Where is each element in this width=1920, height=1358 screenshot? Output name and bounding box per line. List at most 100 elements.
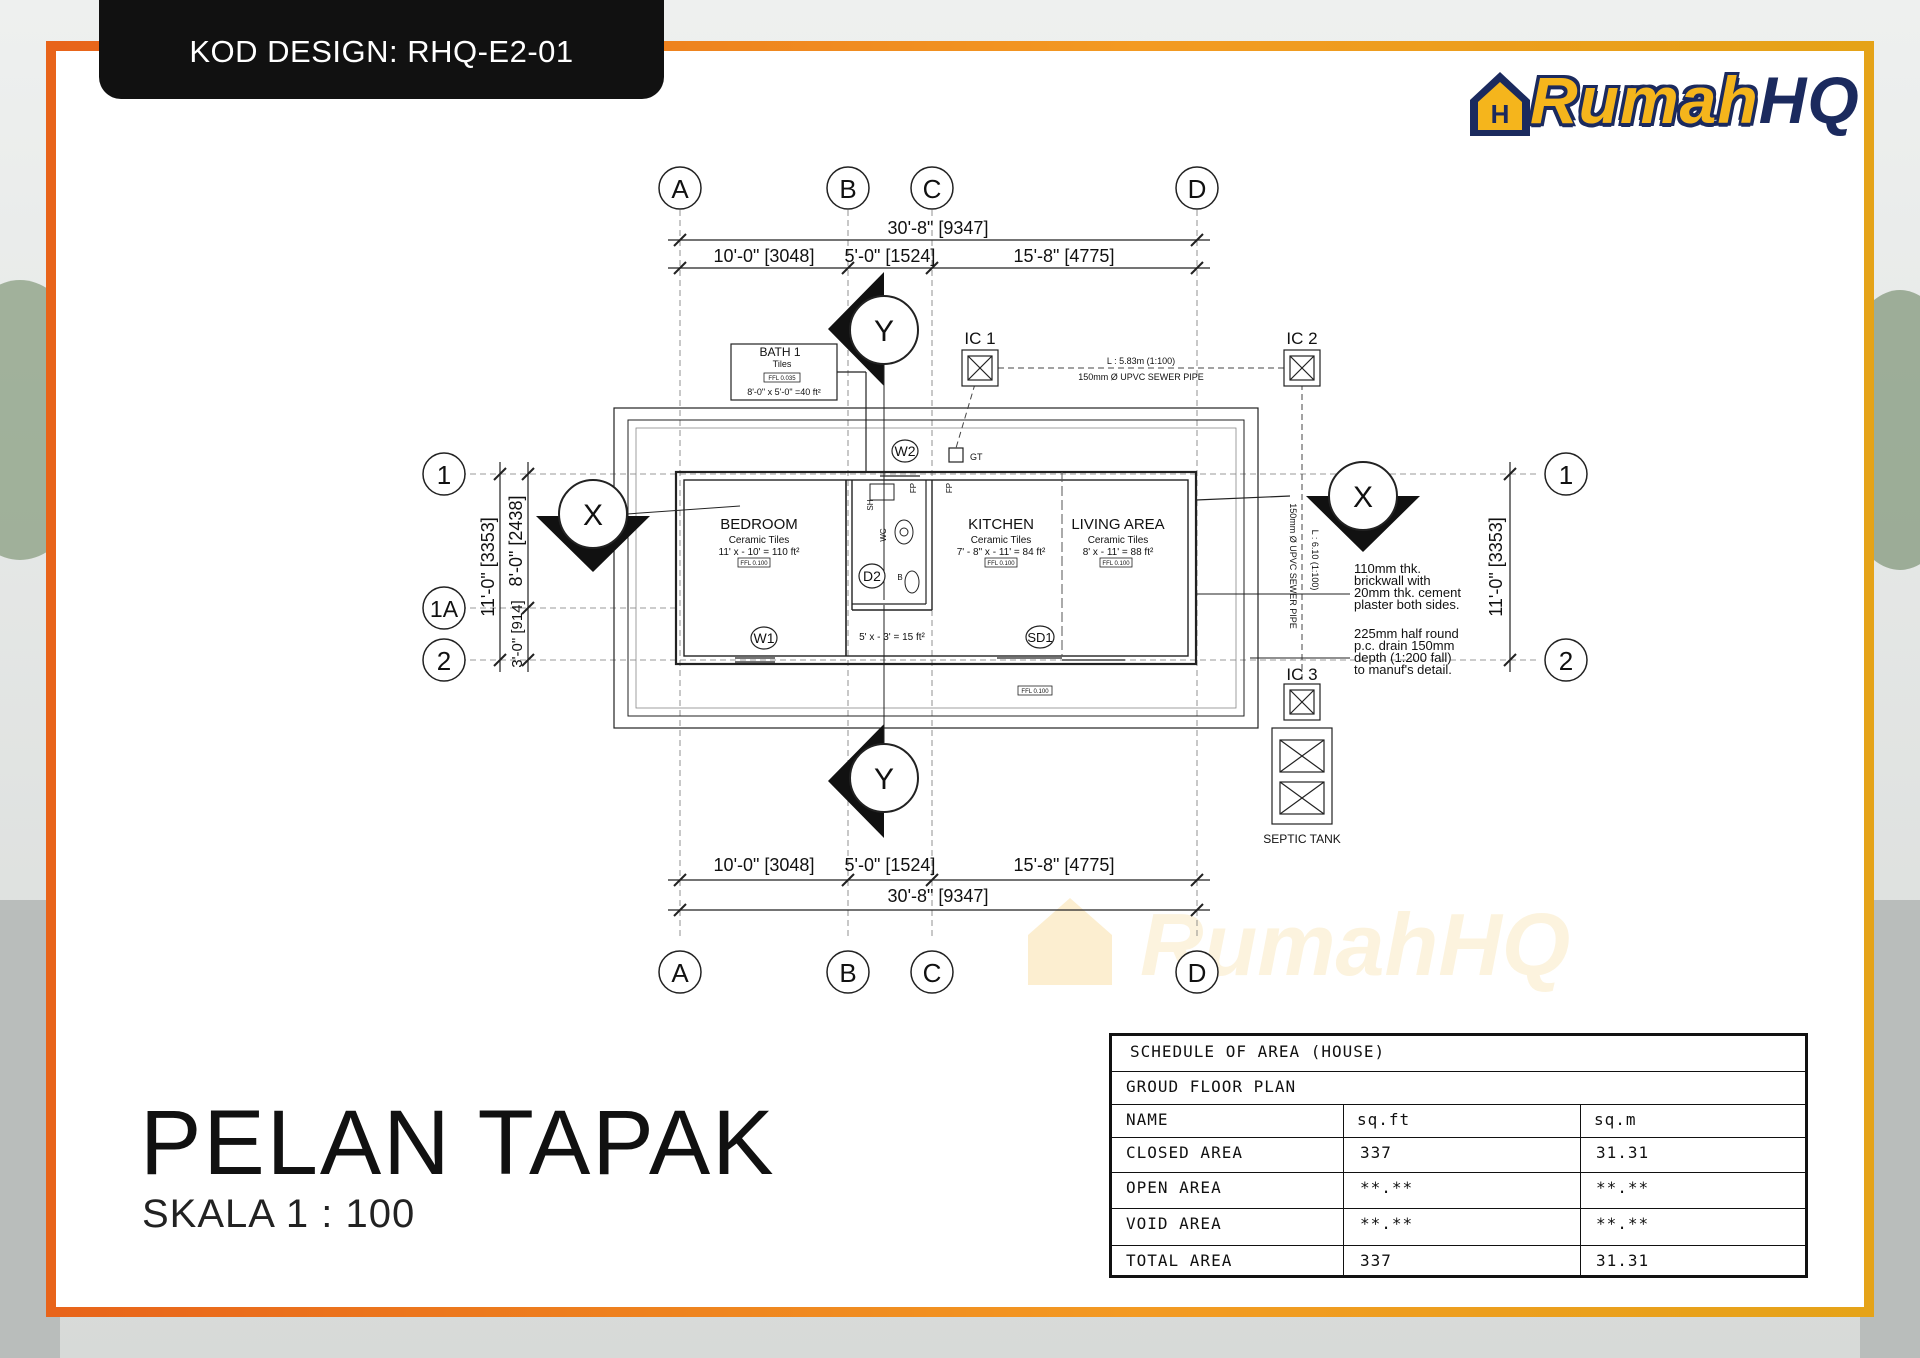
dim-bottom-seg-3: 15'-8" [4775] — [1014, 855, 1115, 875]
dim-top-seg-2: 5'-0" [1524] — [845, 246, 936, 266]
pipe-side-spec: 150mm Ø UPVC SEWER PIPE — [1288, 503, 1298, 629]
dim-bottom-seg-1: 10'-0" [3048] — [714, 855, 815, 875]
dim-bottom-seg-2: 5'-0" [1524] — [845, 855, 936, 875]
grid-bubbles-bottom — [658, 950, 1219, 994]
row-open-sqm: **.** — [1596, 1178, 1650, 1197]
gully-trap-icon — [948, 447, 964, 463]
room-bedroom-finish: Ceramic Tiles — [729, 535, 790, 546]
schedule-header-sqm: sq.m — [1594, 1110, 1637, 1129]
pipe-top-length: L : 5.83m (1:100) — [1107, 356, 1175, 366]
note-drain-4: to manuf's detail. — [1354, 662, 1452, 677]
dim-left-total: 11'-0" [3353] — [478, 517, 498, 617]
ic2-label: IC 2 — [1286, 329, 1317, 348]
inspection-chamber-ic2 — [1283, 349, 1321, 387]
dim-top-seg-3: 15'-8" [4775] — [1014, 246, 1115, 266]
note-wall-2: brickwall with — [1354, 573, 1431, 588]
tag-sd1 — [1025, 625, 1055, 649]
dim-right-total: 11'-0" [3353] — [1486, 517, 1506, 617]
section-marker-y-top — [828, 272, 919, 600]
sh-label: SH — [866, 499, 875, 510]
grid-label-1-right: 1 — [1559, 460, 1573, 490]
pipe-top-spec: 150mm Ø UPVC SEWER PIPE — [1078, 372, 1204, 382]
design-code-tab: KOD DESIGN: RHQ-E2-01 — [99, 0, 664, 99]
room-bedroom-size: 11' x - 10' = 110 ft² — [719, 547, 801, 558]
tag-d2-label: D2 — [863, 568, 881, 584]
room-bath-area: 5' x - 3' = 15 ft² — [859, 632, 925, 643]
schedule-subtitle: GROUD FLOOR PLAN — [1126, 1077, 1297, 1096]
section-y-top-label: Y — [874, 315, 894, 348]
schedule-title-row: SCHEDULE OF AREA (HOUSE) — [1112, 1036, 1805, 1072]
ic1-label: IC 1 — [964, 329, 995, 348]
note-wall-1: 110mm thk. — [1354, 561, 1421, 576]
note-wall-4: plaster both sides. — [1354, 597, 1460, 612]
tag-sd1-label: SD1 — [1027, 630, 1052, 645]
tag-w2 — [891, 439, 919, 463]
page-title: PELAN TAPAK — [140, 1092, 776, 1194]
room-kitchen-finish: Ceramic Tiles — [971, 535, 1032, 546]
brand-logo-text: RumahHQ — [1530, 60, 1860, 140]
schedule-header-row: NAME sq.ft sq.m — [1112, 1104, 1805, 1138]
ffl-bedroom: FFL 0.100 — [740, 561, 768, 567]
note-drain-3: depth (1:200 fall) — [1354, 650, 1452, 665]
column-divider — [1343, 1104, 1344, 1275]
schedule-subtitle-row: GROUD FLOOR PLAN — [1112, 1071, 1805, 1105]
grid-label-b-bottom: B — [839, 958, 856, 988]
grid-bubbles-top — [658, 166, 1219, 210]
room-kitchen-name: KITCHEN — [968, 516, 1034, 533]
b-label: B — [897, 573, 902, 582]
scale-label: SKALA 1 : 100 — [142, 1192, 416, 1236]
dim-bottom-total: 30'-8" [9347] — [888, 886, 989, 906]
wc-fixture-icon — [869, 483, 920, 594]
dim-left-seg-2: 3'-0" [914] — [509, 600, 526, 667]
bath-name: BATH 1 — [759, 345, 800, 359]
septic-label: SEPTIC TANK — [1263, 832, 1341, 846]
row-total-sqft: 337 — [1360, 1251, 1392, 1270]
tag-w2-label: W2 — [895, 443, 916, 459]
grid-label-c-bottom: C — [923, 958, 942, 988]
grid-label-a-top: A — [671, 174, 689, 204]
brand-name-rumah: Rumah — [1530, 63, 1759, 137]
room-living-finish: Ceramic Tiles — [1088, 535, 1149, 546]
tag-w1 — [750, 626, 778, 650]
table-row: TOTAL AREA 337 31.31 — [1112, 1245, 1805, 1278]
brand-logo-icon: H — [1470, 72, 1530, 136]
inspection-chamber-ic3 — [1283, 683, 1321, 721]
row-open-name: OPEN AREA — [1126, 1178, 1222, 1197]
grid-label-1-left: 1 — [437, 460, 451, 490]
grid-label-d-bottom: D — [1188, 958, 1207, 988]
section-marker-x-right — [1306, 461, 1420, 552]
ffl-living: FFL 0.100 — [1102, 561, 1130, 567]
ffl-apron: FFL 0.100 — [1021, 689, 1049, 695]
section-x-left-label: X — [583, 499, 603, 532]
table-row: CLOSED AREA 337 31.31 — [1112, 1137, 1805, 1173]
column-divider — [1580, 1104, 1581, 1275]
row-closed-sqm: 31.31 — [1596, 1143, 1650, 1162]
fp-label-2: FP — [945, 483, 954, 493]
grid-label-b-top: B — [839, 174, 856, 204]
svg-text:H: H — [1491, 99, 1510, 129]
ic3-label: IC 3 — [1286, 665, 1317, 684]
tag-w1-label: W1 — [754, 630, 775, 646]
note-wall-3: 20mm thk. cement — [1354, 585, 1461, 600]
row-closed-name: CLOSED AREA — [1126, 1143, 1243, 1162]
grid-label-c-top: C — [923, 174, 942, 204]
grid-label-a-bottom: A — [671, 958, 689, 988]
grid-label-2-left: 2 — [437, 646, 451, 676]
dim-top-seg-1: 10'-0" [3048] — [714, 246, 815, 266]
note-drain-2: p.c. drain 150mm — [1354, 638, 1454, 653]
schedule-header-sqft: sq.ft — [1357, 1110, 1411, 1129]
room-living-name: LIVING AREA — [1071, 516, 1164, 533]
section-x-right-label: X — [1353, 481, 1373, 514]
row-void-sqft: **.** — [1360, 1214, 1414, 1233]
room-kitchen-size: 7' - 8" x - 11' = 84 ft² — [957, 547, 1046, 558]
room-living-size: 8' x - 11' = 88 ft² — [1083, 547, 1154, 558]
schedule-of-area-table: SCHEDULE OF AREA (HOUSE) GROUD FLOOR PLA… — [1109, 1033, 1808, 1278]
note-drain-1: 225mm half round — [1354, 626, 1459, 641]
table-row: OPEN AREA **.** **.** — [1112, 1172, 1805, 1209]
tag-d2 — [858, 563, 886, 589]
gt-label: GT — [970, 452, 983, 462]
section-marker-x-left — [536, 479, 741, 572]
row-open-sqft: **.** — [1360, 1178, 1414, 1197]
grid-label-1a-left: 1A — [430, 596, 459, 622]
